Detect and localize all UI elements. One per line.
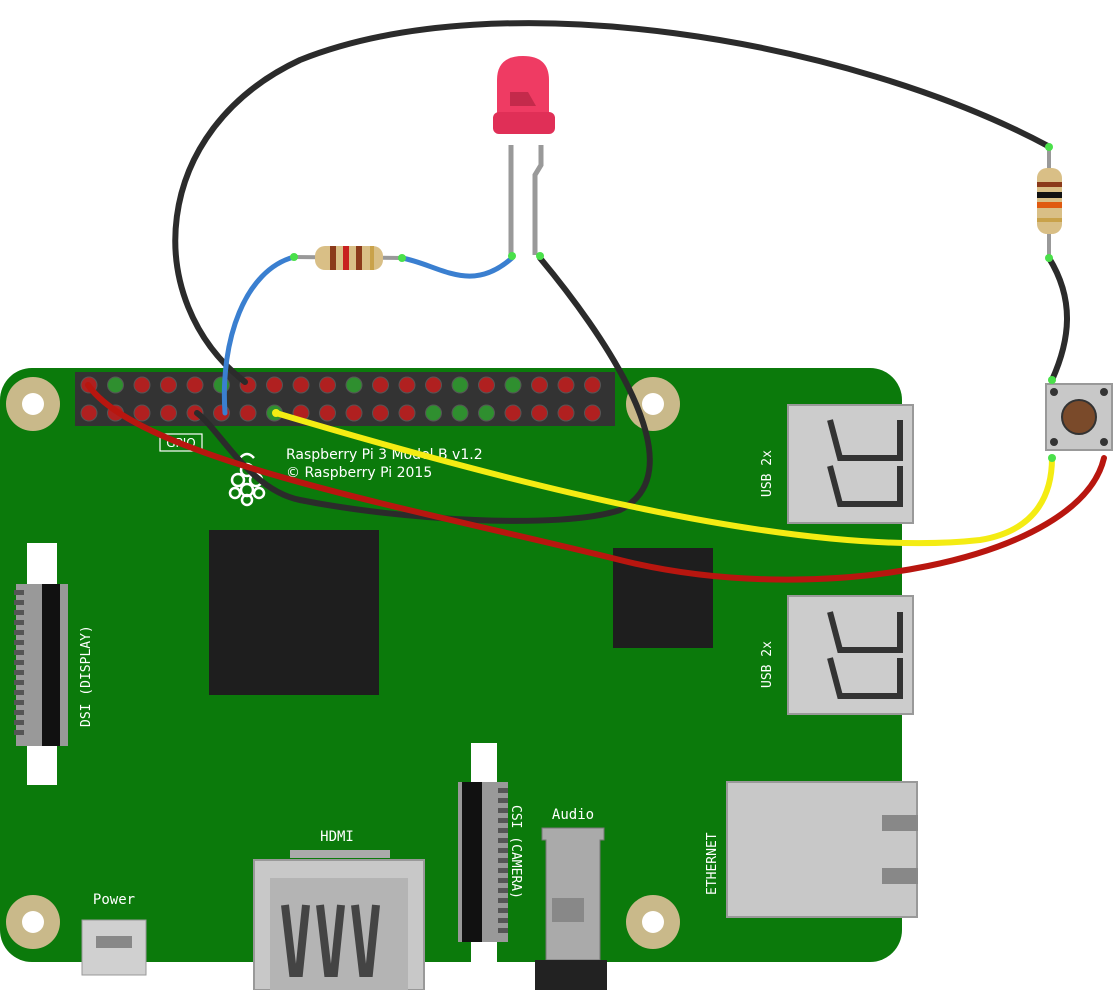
gpio-pin <box>531 376 548 394</box>
gpio-pin <box>504 376 522 394</box>
connector-pin <box>498 858 508 863</box>
wire-black-button <box>1046 255 1070 383</box>
push-button <box>1045 383 1113 451</box>
connector-pin <box>14 600 24 605</box>
soc-chip <box>209 530 379 695</box>
gpio-pin <box>478 404 495 422</box>
connector-pin <box>14 610 24 615</box>
gpio-pin <box>292 376 310 394</box>
gpio-pin <box>584 404 601 422</box>
gpio-pin <box>398 404 416 422</box>
connector-pin <box>498 928 508 933</box>
connector-pin <box>14 620 24 625</box>
gpio-pin <box>398 376 416 394</box>
connector-pin <box>498 888 508 893</box>
connector-pin <box>14 690 24 695</box>
usb-port-top: USB 2x <box>760 404 914 524</box>
power-label: Power <box>93 892 135 908</box>
dsi-label: DSI (DISPLAY) <box>79 625 94 727</box>
connector-pin <box>498 848 508 853</box>
wire-black-led-loop <box>172 20 1051 385</box>
gpio-pin <box>186 376 204 394</box>
ethernet-port: ETHERNET <box>705 781 918 918</box>
connector-pin <box>14 590 24 595</box>
connector-pin <box>498 868 508 873</box>
gpio-pin <box>345 376 363 394</box>
gpio-pin <box>345 404 363 422</box>
wire-blue <box>221 254 515 416</box>
gpio-pin <box>107 376 124 394</box>
gpio-pin <box>557 376 575 394</box>
wires <box>85 20 1107 583</box>
connector-pin <box>14 660 24 665</box>
connector-pin <box>14 700 24 705</box>
gpio-pin <box>504 404 522 422</box>
connector-pin <box>14 630 24 635</box>
board-copyright-text: © Raspberry Pi 2015 <box>286 465 432 481</box>
led-resistor <box>293 246 403 270</box>
wire-yellow <box>273 410 1055 547</box>
power-port: Power <box>81 892 147 976</box>
usb-label-top: USB 2x <box>760 450 775 497</box>
gpio-pin <box>451 376 469 394</box>
gpio-pin <box>319 376 336 394</box>
connector-pin <box>498 838 508 843</box>
connection-points <box>272 143 1056 462</box>
connector-pin <box>14 720 24 725</box>
connector-pin <box>14 640 24 645</box>
gpio-pin <box>160 404 177 422</box>
gpio-pin <box>451 404 469 422</box>
gpio-pin <box>160 376 177 394</box>
usb-label-bottom: USB 2x <box>760 641 775 688</box>
gpio-header <box>75 372 615 426</box>
csi-label: CSI (CAMERA) <box>508 805 523 899</box>
gpio-pin <box>133 376 151 394</box>
audio-label: Audio <box>552 807 594 823</box>
connector-pin <box>498 908 508 913</box>
ethernet-label: ETHERNET <box>705 832 720 895</box>
gpio-pin <box>425 376 442 394</box>
connector-pin <box>498 808 508 813</box>
connector-pin <box>14 710 24 715</box>
gpio-pin <box>133 404 151 422</box>
mount-holes <box>6 377 680 949</box>
connector-pin <box>498 788 508 793</box>
button-resistor <box>1037 150 1062 258</box>
dsi-connector: DSI (DISPLAY) <box>14 543 94 785</box>
wire-red <box>85 382 1107 583</box>
gpio-pin <box>557 404 575 422</box>
connector-pin <box>14 670 24 675</box>
connector-pin <box>498 818 508 823</box>
gpio-pin <box>266 376 283 394</box>
hdmi-label: HDMI <box>320 829 354 845</box>
usb-port-bottom: USB 2x <box>760 595 914 715</box>
connector-pin <box>498 798 508 803</box>
red-led <box>493 56 555 255</box>
gpio-pin <box>425 404 442 422</box>
csi-connector: CSI (CAMERA) <box>458 743 523 963</box>
gpio-pin <box>372 404 389 422</box>
connector-pin <box>498 918 508 923</box>
connector-pin <box>14 730 24 735</box>
gpio-pin <box>239 404 257 422</box>
connector-pin <box>14 680 24 685</box>
gpio-pin <box>80 404 98 422</box>
gpio-pin <box>478 376 495 394</box>
hdmi-port: HDMI <box>253 829 425 991</box>
wire-black-led-gnd <box>194 255 653 524</box>
connector-pin <box>14 650 24 655</box>
gpio-pin <box>531 404 548 422</box>
connector-pin <box>498 828 508 833</box>
gpio-pin <box>319 404 336 422</box>
gpio-pin <box>372 376 389 394</box>
connector-pin <box>498 878 508 883</box>
gpio-pin <box>584 376 601 394</box>
audio-jack: Audio <box>535 807 607 990</box>
connector-pin <box>498 898 508 903</box>
